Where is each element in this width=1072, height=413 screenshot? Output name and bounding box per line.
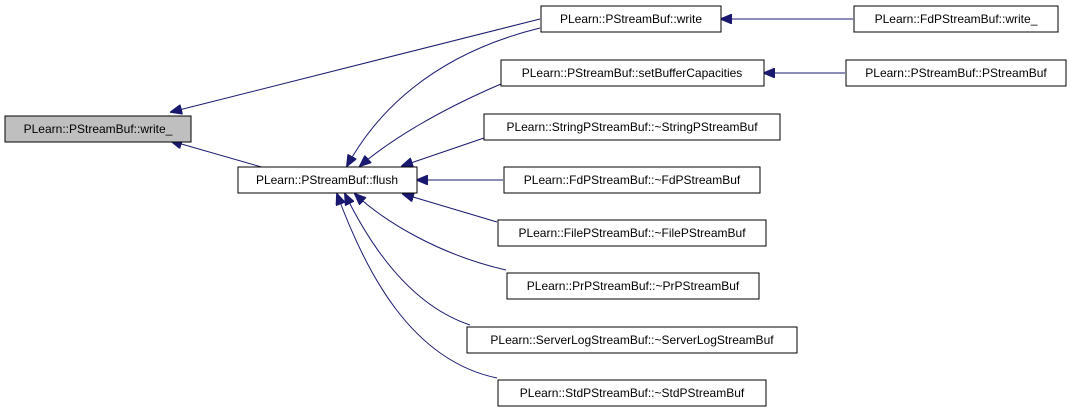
edge-prdtor-to-flush — [355, 194, 507, 271]
node-write[interactable]: PLearn::PStreamBuf::write — [540, 5, 722, 33]
node-string-dtor[interactable]: PLearn::StringPStreamBuf::~StringPStream… — [483, 113, 781, 141]
node-label: PLearn::PStreamBuf::PStreamBuf — [865, 66, 1047, 80]
node-label: PLearn::FdPStreamBuf::~FdPStreamBuf — [524, 173, 741, 187]
node-fd-dtor[interactable]: PLearn::FdPStreamBuf::~FdPStreamBuf — [503, 166, 761, 194]
node-pstreambuf-ctor[interactable]: PLearn::PStreamBuf::PStreamBuf — [845, 59, 1067, 87]
node-label: PLearn::PStreamBuf::write — [560, 12, 702, 26]
edge-write-to-write_ — [171, 18, 541, 112]
node-label: PLearn::FilePStreamBuf::~FilePStreamBuf — [518, 226, 746, 240]
edge-write-to-flush — [347, 27, 541, 166]
edge-serverlogdtor-to-flush — [345, 194, 471, 326]
node-label: PLearn::PrPStreamBuf::~PrPStreamBuf — [527, 279, 740, 293]
node-pr-dtor[interactable]: PLearn::PrPStreamBuf::~PrPStreamBuf — [506, 272, 760, 300]
node-serverlog-dtor[interactable]: PLearn::ServerLogStreamBuf::~ServerLogSt… — [466, 326, 798, 354]
node-setbuffercapacities[interactable]: PLearn::PStreamBuf::setBufferCapacities — [500, 59, 765, 87]
node-label: PLearn::PStreamBuf::write_ — [24, 122, 173, 136]
node-label: PLearn::FdPStreamBuf::write_ — [875, 12, 1038, 26]
edge-flush-to-write_ — [171, 141, 266, 169]
edge-stringdtor-to-flush — [402, 137, 485, 166]
edge-stddtor-to-flush — [337, 194, 498, 379]
node-label: PLearn::StdPStreamBuf::~StdPStreamBuf — [520, 386, 745, 400]
edges — [171, 18, 853, 379]
edge-setbufcap-to-flush — [360, 83, 502, 166]
node-label: PLearn::ServerLogStreamBuf::~ServerLogSt… — [490, 333, 774, 347]
node-flush[interactable]: PLearn::PStreamBuf::flush — [237, 166, 418, 194]
node-label: PLearn::PStreamBuf::setBufferCapacities — [522, 66, 743, 80]
node-file-dtor[interactable]: PLearn::FilePStreamBuf::~FilePStreamBuf — [497, 219, 767, 247]
edge-filedtor-to-flush — [403, 194, 498, 223]
node-label: PLearn::PStreamBuf::flush — [256, 173, 398, 187]
node-fd-write_[interactable]: PLearn::FdPStreamBuf::write_ — [853, 5, 1059, 33]
node-std-dtor[interactable]: PLearn::StdPStreamBuf::~StdPStreamBuf — [497, 379, 767, 407]
node-write_[interactable]: PLearn::PStreamBuf::write_ — [4, 115, 192, 143]
node-label: PLearn::StringPStreamBuf::~StringPStream… — [506, 120, 758, 134]
